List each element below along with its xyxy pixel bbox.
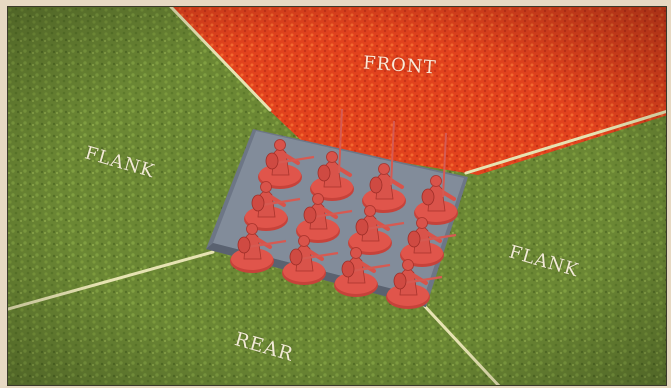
battlefield-svg [8,7,667,386]
game-board: FRONT FLANK FLANK REAR [7,6,667,386]
vignette-overlay [8,7,667,386]
